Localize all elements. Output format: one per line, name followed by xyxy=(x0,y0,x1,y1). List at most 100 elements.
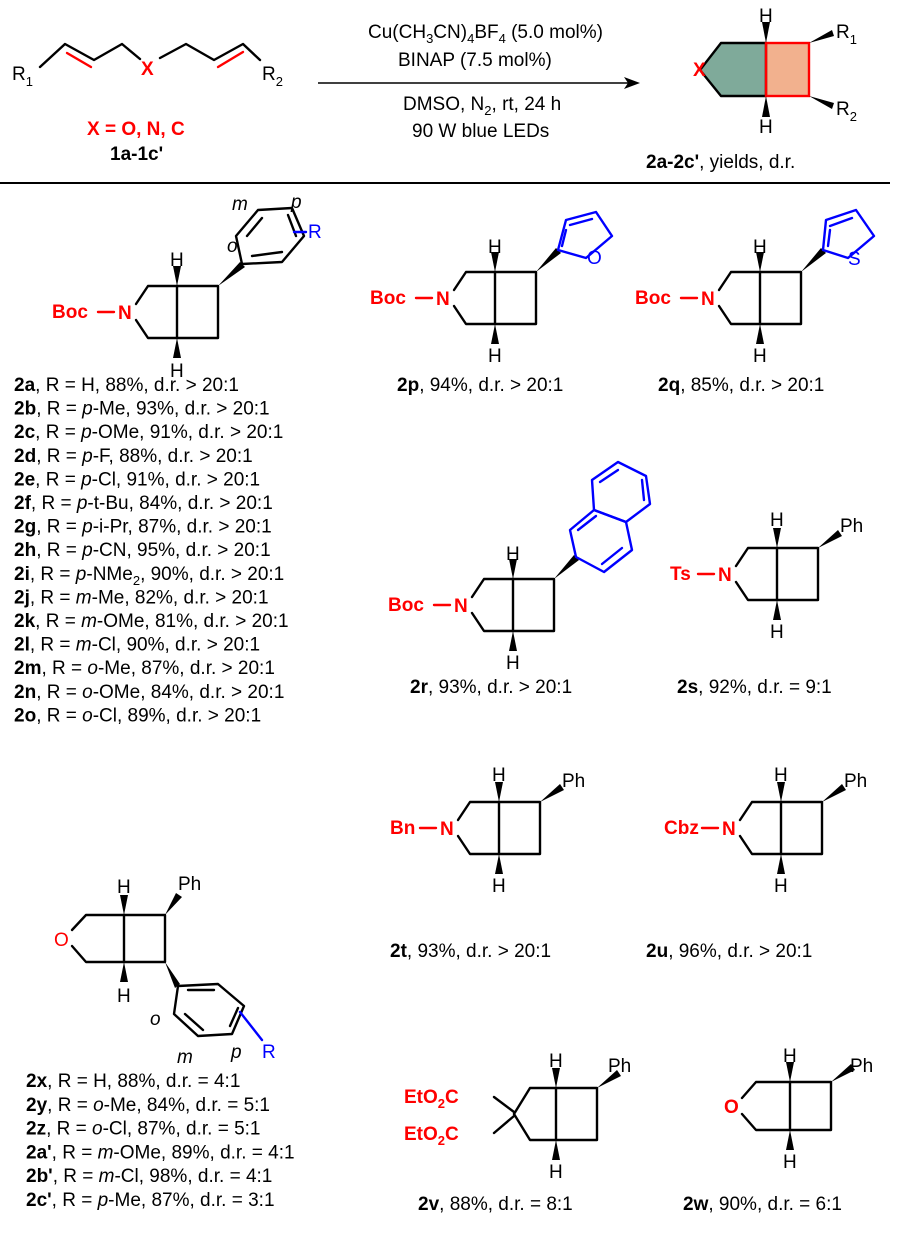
2r-boc: Boc xyxy=(388,595,424,616)
product-2v-structure: EtO2C EtO2C H H Ph 2v, 88%, d.r. = 8:1 xyxy=(404,1051,631,1215)
2r-label: 2r, 93%, d.r. > 20:1 xyxy=(410,677,572,698)
oxa-entry-2y: 2y, R = o-Me, 84%, d.r. = 5:1 xyxy=(26,1095,270,1116)
oxa-entry-2c': 2c', R = p-Me, 87%, d.r. = 3:1 xyxy=(26,1190,275,1211)
substrate-x: X xyxy=(141,59,154,80)
r-label: R xyxy=(308,222,322,243)
2v-h-bottom: H xyxy=(549,1162,563,1183)
h-bottom: H xyxy=(170,361,184,382)
2t-label: 2t, 93%, d.r. > 20:1 xyxy=(390,941,551,962)
condition-solvent: DMSO, N2, rt, 24 h xyxy=(403,94,561,118)
2u-n: N xyxy=(722,819,736,840)
ortho-label: o xyxy=(227,236,238,257)
aryl-entry-2o: 2o, R = o-Cl, 89%, d.r. > 20:1 xyxy=(14,705,261,726)
2u-label: 2u, 96%, d.r. > 20:1 xyxy=(646,941,812,962)
aryl-entry-2e: 2e, R = p-Cl, 91%, d.r. > 20:1 xyxy=(14,469,260,490)
product-2p-structure: Boc N H H O 2p, 94%, d.r. > 20:1 xyxy=(370,210,614,396)
2v-label: 2v, 88%, d.r. = 8:1 xyxy=(418,1194,573,1215)
condition-light: 90 W blue LEDs xyxy=(412,121,549,142)
2s-ph: Ph xyxy=(840,516,863,537)
aryl-entry-2n: 2n, R = o-OMe, 84%, d.r. > 20:1 xyxy=(14,682,284,703)
aryl-series-structure: Boc N H H o m p R xyxy=(52,192,322,382)
n-label: N xyxy=(118,303,132,324)
oxa-ph: Ph xyxy=(178,874,201,895)
substrate-structure: R1 X R2 X = O, N, C 1a-1c' xyxy=(12,42,283,165)
oxa-entry-2a': 2a', R = m-OMe, 89%, d.r. = 4:1 xyxy=(26,1142,295,1163)
oxa-o: O xyxy=(54,930,69,951)
2w-ph: Ph xyxy=(850,1056,873,1077)
2p-n: N xyxy=(436,289,450,310)
substrate-r2: R2 xyxy=(262,64,283,89)
aryl-entry-2i: 2i, R = p-NMe2, 90%, d.r. > 20:1 xyxy=(14,564,284,588)
oxa-meta-label: m xyxy=(177,1047,193,1068)
2p-boc: Boc xyxy=(370,288,406,309)
2q-label: 2q, 85%, d.r. > 20:1 xyxy=(658,375,824,396)
2q-n: N xyxy=(701,289,715,310)
2r-h-top: H xyxy=(506,544,520,565)
product-id: 2a-2c', yields, d.r. xyxy=(646,152,795,173)
oxa-para-label: p xyxy=(230,1042,242,1063)
aryl-entry-2h: 2h, R = p-CN, 95%, d.r. > 20:1 xyxy=(14,540,271,561)
para-label: p xyxy=(290,192,302,213)
h-top: H xyxy=(170,250,184,271)
2t-h-bottom: H xyxy=(492,876,506,897)
2s-ts: Ts xyxy=(670,564,691,585)
aryl-entry-2g: 2g, R = p-i-Pr, 87%, d.r. > 20:1 xyxy=(14,517,272,538)
cyclobutane-fill xyxy=(766,43,809,96)
oxa-entry-2b': 2b', R = m-Cl, 98%, d.r. = 4:1 xyxy=(26,1166,272,1187)
boc-label: Boc xyxy=(52,302,88,323)
pyrrolidine-fill xyxy=(700,43,766,96)
2p-h-top: H xyxy=(488,237,502,258)
reaction-conditions: Cu(CH3CN)4BF4 (5.0 mol%) BINAP (7.5 mol%… xyxy=(318,22,640,142)
aryl-entry-2a: 2a, R = H, 88%, d.r. > 20:1 xyxy=(14,375,239,396)
condition-catalyst: Cu(CH3CN)4BF4 (5.0 mol%) xyxy=(368,22,603,46)
2w-o: O xyxy=(724,1097,739,1118)
2p-furan-o: O xyxy=(587,248,602,269)
2u-h-bottom: H xyxy=(774,876,788,897)
oxa-entry-2z: 2z, R = o-Cl, 87%, d.r. = 5:1 xyxy=(26,1119,260,1140)
2s-h-bottom: H xyxy=(770,622,784,643)
2q-h-bottom: H xyxy=(753,346,767,367)
2p-h-bottom: H xyxy=(488,346,502,367)
2v-h-top: H xyxy=(549,1051,563,1072)
oxa-h-bottom: H xyxy=(117,986,131,1007)
general-product-structure: H H X R1 R2 2a-2c', yields, d.r. xyxy=(646,6,857,173)
product-2q-structure: Boc N H H S 2q, 85%, d.r. > 20:1 xyxy=(635,208,876,396)
2v-ester-top: EtO2C xyxy=(404,1087,459,1111)
meta-label: m xyxy=(232,194,248,215)
oxa-h-top: H xyxy=(117,877,131,898)
2q-boc: Boc xyxy=(635,288,671,309)
product-h-top: H xyxy=(759,6,773,27)
product-2u-structure: Cbz N H H Ph 2u, 96%, d.r. > 20:1 xyxy=(646,765,867,962)
2s-h-top: H xyxy=(770,510,784,531)
aryl-entry-2d: 2d, R = p-F, 88%, d.r. > 20:1 xyxy=(14,446,253,467)
2t-n: N xyxy=(440,819,454,840)
2s-n: N xyxy=(718,565,732,586)
condition-ligand: BINAP (7.5 mol%) xyxy=(398,50,552,71)
oxa-series-entries: 2x, R = H, 88%, d.r. = 4:1 2y, R = o-Me, … xyxy=(26,1071,295,1211)
product-2r-structure: Boc N H H 2r, 93%, d.r. > 20:1 xyxy=(388,460,652,698)
2t-ph: Ph xyxy=(562,771,585,792)
2r-n: N xyxy=(454,596,468,617)
product-2s-structure: Ts N H H Ph 2s, 92%, d.r. = 9:1 xyxy=(670,510,863,698)
oxa-entry-2x: 2x, R = H, 88%, d.r. = 4:1 xyxy=(26,1071,240,1092)
2v-ph: Ph xyxy=(608,1056,631,1077)
substrate-id: 1a-1c' xyxy=(110,144,163,165)
product-h-bottom: H xyxy=(759,117,773,138)
2u-cbz: Cbz xyxy=(664,818,699,839)
2q-thiophene-s: S xyxy=(848,249,861,270)
product-r2: R2 xyxy=(836,99,857,124)
oxa-ortho-label: o xyxy=(150,1009,161,1030)
2s-label: 2s, 92%, d.r. = 9:1 xyxy=(677,677,832,698)
aryl-entry-2j: 2j, R = m-Me, 82%, d.r. > 20:1 xyxy=(14,587,269,608)
aryl-entry-2l: 2l, R = m-Cl, 90%, d.r. > 20:1 xyxy=(14,635,260,656)
2w-label: 2w, 90%, d.r. = 6:1 xyxy=(683,1194,842,1215)
product-x: X xyxy=(693,60,706,81)
aryl-entry-2c: 2c, R = p-OMe, 91%, d.r. > 20:1 xyxy=(14,422,283,443)
product-r1: R1 xyxy=(836,22,857,47)
2v-ester-bottom: EtO2C xyxy=(404,1124,459,1148)
aryl-entry-2k: 2k, R = m-OMe, 81%, d.r. > 20:1 xyxy=(14,611,289,632)
oxa-r-label: R xyxy=(262,1042,276,1063)
substrate-x-definition: X = O, N, C xyxy=(87,119,185,140)
aryl-series-entries: 2a, R = H, 88%, d.r. > 20:12b, R = p-Me,… xyxy=(14,375,289,726)
